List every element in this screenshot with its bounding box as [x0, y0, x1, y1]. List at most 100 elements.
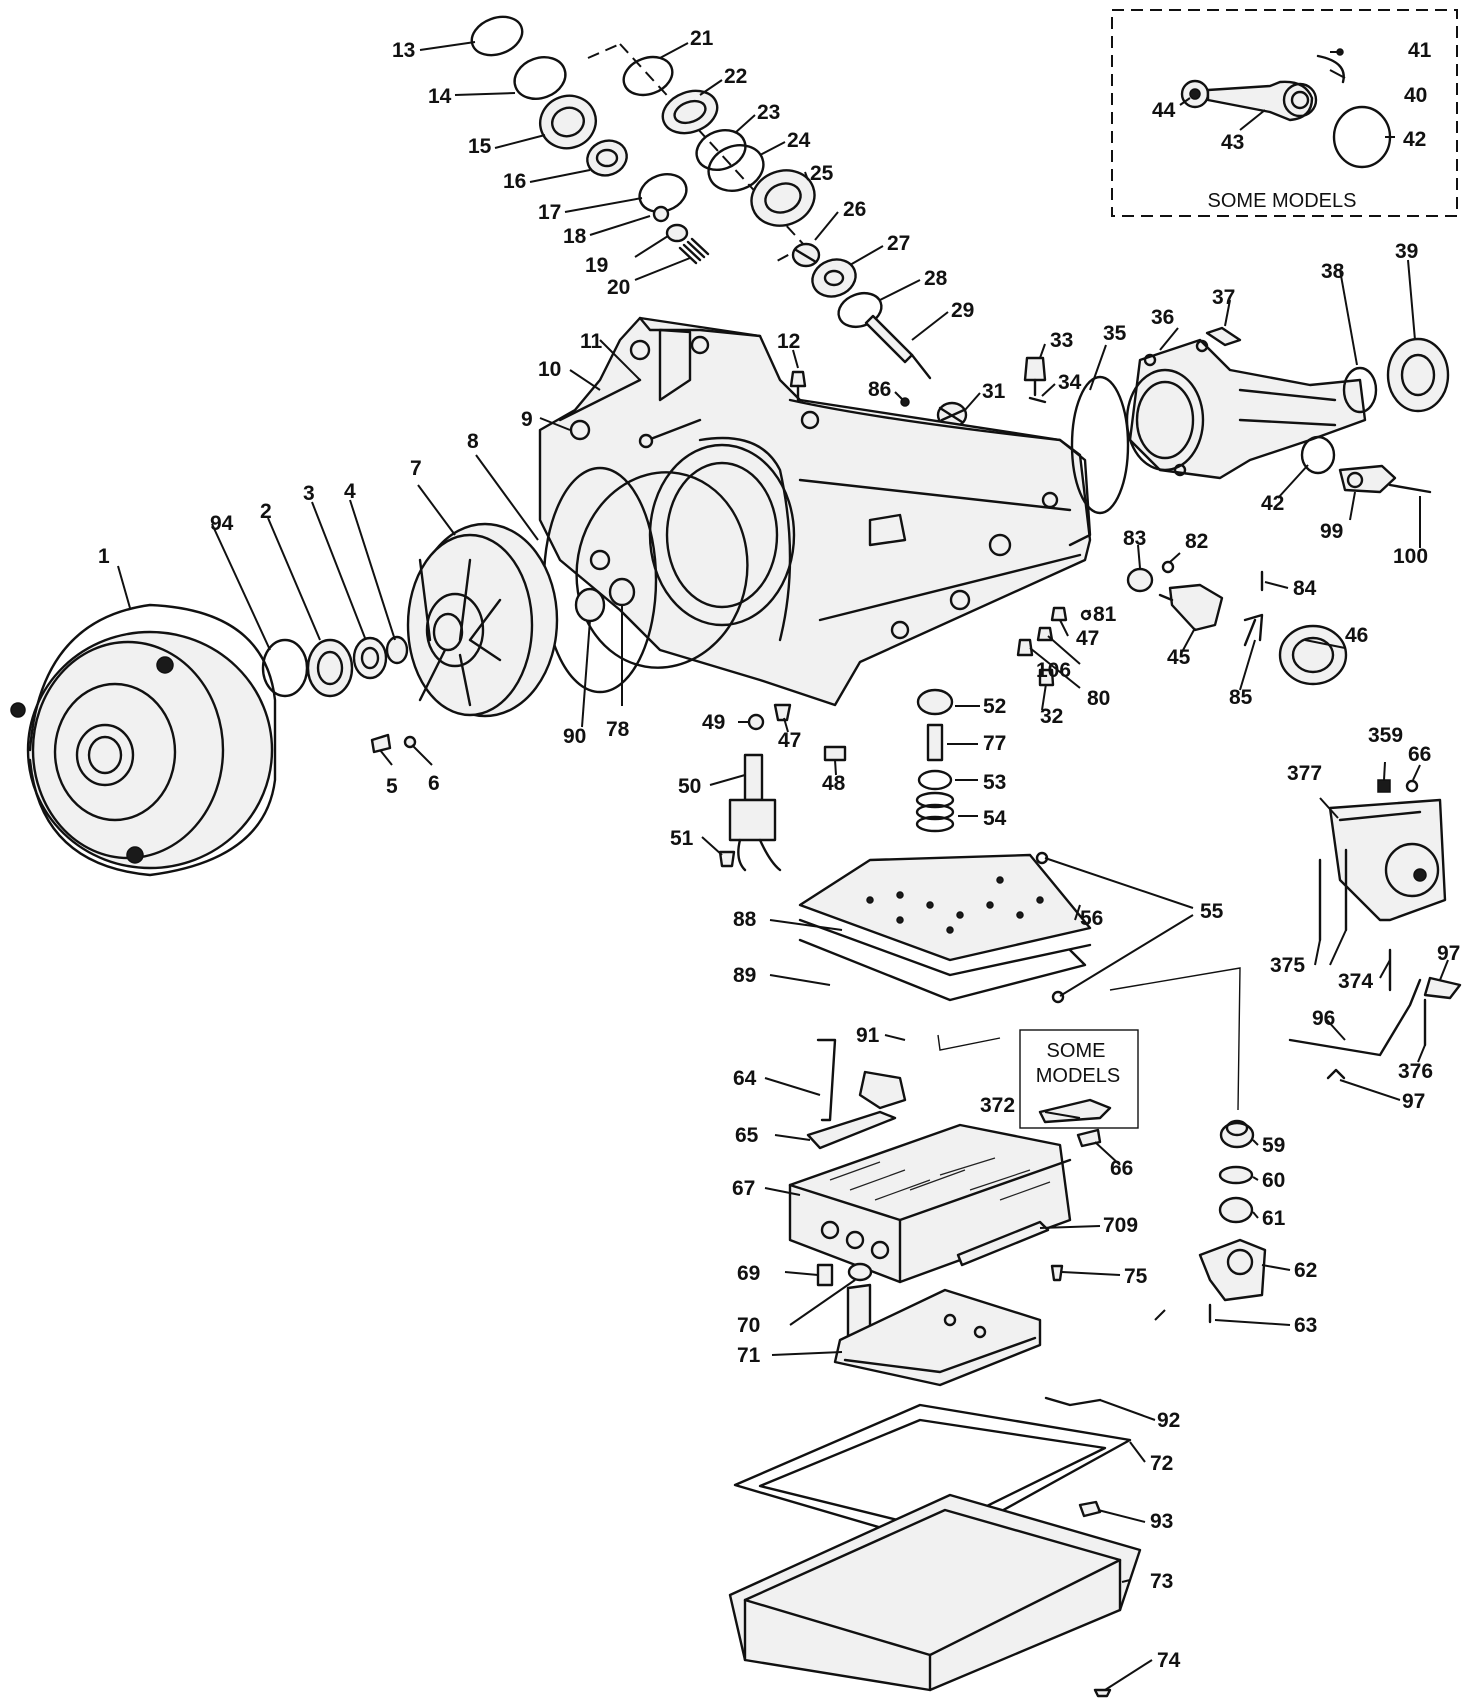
callout-80: 80: [1087, 687, 1110, 710]
part-37-bolt: [1205, 326, 1242, 347]
transmission-case: [538, 316, 1092, 707]
part-66-clip: [1076, 1128, 1102, 1148]
callout-92: 92: [1157, 1409, 1180, 1432]
callout-54: 54: [983, 807, 1007, 830]
part-372-lever: [1038, 1098, 1112, 1124]
callout-66: 66: [1110, 1157, 1133, 1180]
callout-8: 8: [467, 430, 479, 453]
callout-21: 21: [690, 27, 714, 50]
part-69-bolt: [816, 1263, 834, 1287]
part-72-pan-gasket: [733, 1403, 1132, 1547]
callout-28: 28: [924, 267, 948, 290]
callout-75: 75: [1124, 1265, 1148, 1288]
callout-49: 49: [702, 711, 725, 734]
part-96-tube: [1288, 978, 1422, 1057]
part-78-washer: [608, 577, 636, 607]
part-47-bolt-right: [1050, 606, 1068, 622]
part-92-clip: [1044, 1396, 1102, 1407]
callout-40: 40: [1404, 84, 1427, 107]
callout-91: 91: [856, 1024, 880, 1047]
part-7-pump-assembly: [406, 522, 559, 718]
callout-94: 94: [210, 512, 234, 535]
part-64-detent-spring: [816, 1038, 907, 1122]
callout-14: 14: [428, 85, 452, 108]
part-4-ring: [385, 635, 409, 665]
callout-53: 53: [983, 771, 1006, 794]
callout-59: 59: [1262, 1134, 1285, 1157]
callout-33: 33: [1050, 329, 1073, 352]
callout-26: 26: [843, 198, 866, 221]
part-47-bolt-left: [773, 703, 792, 722]
callout-82: 82: [1185, 530, 1208, 553]
part-11-bolt: [638, 418, 702, 449]
callout-84: 84: [1293, 577, 1317, 600]
part-13-seal: [470, 15, 524, 57]
callout-69: 69: [737, 1262, 760, 1285]
callout-67: 67: [732, 1177, 755, 1200]
callout-78: 78: [606, 718, 630, 741]
part-83-seal: [1126, 567, 1154, 593]
part-78-ring: [575, 471, 749, 669]
part-85-bracket: [1243, 613, 1264, 647]
part-52-accumulator-cap: [916, 688, 954, 716]
callout-41: 41: [1408, 39, 1432, 62]
callout-106: 106: [1036, 659, 1071, 682]
callout-4: 4: [344, 480, 356, 503]
part-97-clamp-bottom: [1326, 1068, 1346, 1080]
part-97-clamp-top: [1423, 976, 1462, 1000]
callout-31: 31: [982, 380, 1006, 403]
callout-99: 99: [1320, 520, 1343, 543]
callout-375: 375: [1270, 954, 1305, 977]
callout-89: 89: [733, 964, 756, 987]
callout-34: 34: [1058, 371, 1082, 394]
part-23-ring: [695, 129, 747, 171]
part-19-washer: [665, 223, 689, 243]
some-models-mid-border: [1019, 1029, 1139, 1129]
callout-3: 3: [303, 482, 315, 505]
part-89-gasket: [798, 938, 1087, 1002]
callout-44: 44: [1152, 99, 1176, 122]
part-15-bushing-housing: [539, 94, 597, 150]
callout-47-left: 47: [778, 729, 801, 752]
part-81-ball: [1080, 609, 1092, 621]
callout-77: 77: [983, 732, 1006, 755]
callout-24: 24: [787, 129, 811, 152]
callout-96: 96: [1312, 1007, 1335, 1030]
callout-51: 51: [670, 827, 694, 850]
callout-16: 16: [503, 170, 526, 193]
callout-709: 709: [1103, 1214, 1138, 1237]
callout-46: 46: [1345, 624, 1368, 647]
callout-36: 36: [1151, 306, 1174, 329]
note-some-models-mid-1: SOME: [1047, 1040, 1106, 1062]
part-38-bushing: [1342, 366, 1378, 414]
part-36-extension-housing: [1125, 338, 1367, 480]
part-49-ring: [747, 713, 765, 731]
callout-13: 13: [392, 39, 415, 62]
some-models-inset: [1111, 9, 1458, 217]
part-21-ring: [622, 55, 674, 97]
part-26-plug: [791, 242, 821, 268]
part-33-sensor: [1023, 356, 1047, 397]
callout-376: 376: [1398, 1060, 1433, 1083]
callout-39: 39: [1395, 240, 1418, 263]
callout-43: 43: [1221, 131, 1244, 154]
case-outline: [538, 316, 1092, 707]
callout-48: 48: [822, 772, 846, 795]
part-93-magnet: [1078, 1500, 1102, 1518]
part-75-bolt: [1050, 1264, 1064, 1282]
part-71-filter: [833, 1283, 1042, 1387]
callout-20: 20: [607, 276, 630, 299]
callout-22: 22: [724, 65, 747, 88]
callout-23: 23: [757, 101, 780, 124]
part-44-gear: [1180, 79, 1210, 109]
part-48-plug: [823, 745, 847, 762]
part-54-spring: [915, 791, 955, 833]
part-377-solenoid-assembly: [1328, 798, 1447, 922]
callout-93: 93: [1150, 1510, 1173, 1533]
callout-90: 90: [563, 725, 586, 748]
callout-1: 1: [98, 545, 110, 568]
callout-2: 2: [260, 500, 272, 523]
part-56-gasket: [798, 918, 1092, 977]
callout-labels: 13 14 15 16 17 18 19 20 21 22 23 24 25 2…: [98, 27, 1460, 1672]
